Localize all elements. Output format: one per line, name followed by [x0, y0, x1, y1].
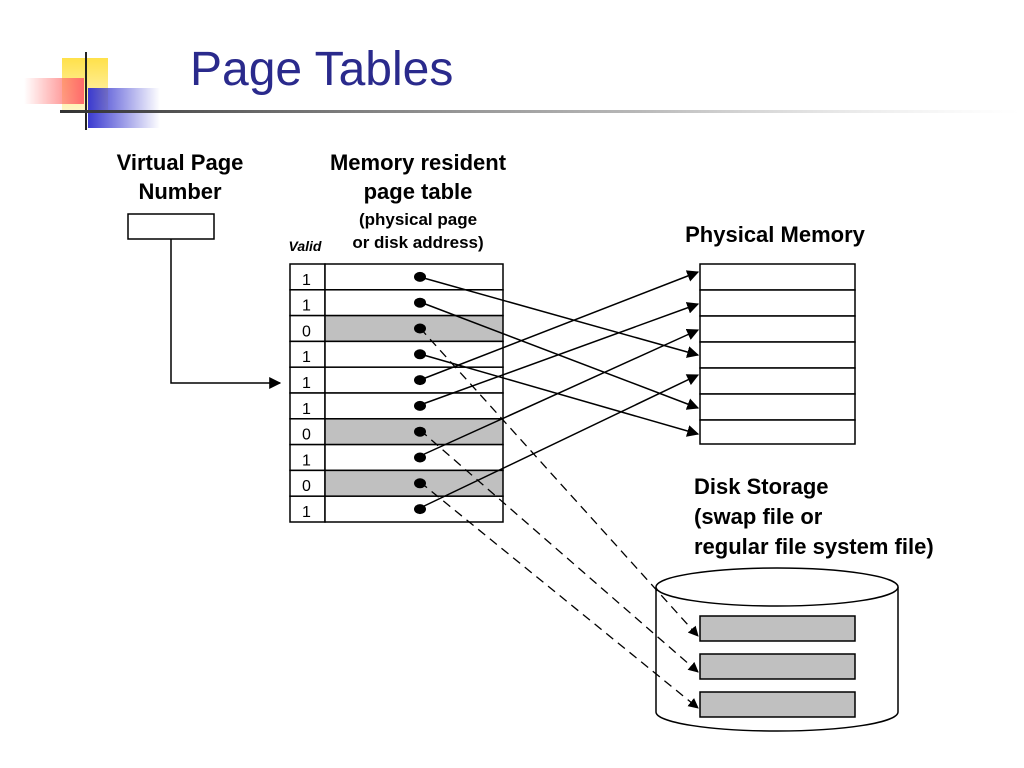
- disk-storage-label: Disk Storage (swap file or regular file …: [694, 472, 934, 562]
- physical-frame: [699, 367, 856, 395]
- logo-red-bar: [24, 78, 84, 104]
- valid-cell: [289, 392, 326, 420]
- disk-arrow: [419, 429, 699, 673]
- page-table: 1 1 0 1 1 1 0 1 0 1: [289, 263, 504, 523]
- pointer-dot: [414, 271, 426, 282]
- page-title: Page Tables: [190, 43, 454, 96]
- valid-cell: [289, 340, 326, 368]
- valid-cell: [289, 263, 326, 291]
- valid-bit: 1: [302, 375, 311, 392]
- valid-bit: 1: [302, 401, 311, 418]
- valid-bit: 0: [302, 478, 311, 495]
- physical-memory: [699, 263, 856, 445]
- valid-bit: 0: [302, 427, 311, 444]
- valid-bit: 1: [302, 452, 311, 469]
- page-table-label-line1: Memory resident: [329, 150, 507, 175]
- page-table-row: 1: [289, 443, 504, 472]
- valid-cell: [289, 495, 326, 523]
- valid-bit: 1: [302, 349, 311, 366]
- mapping-arrow: [419, 270, 700, 381]
- page-table-row: 1: [289, 289, 504, 317]
- valid-cell: [289, 366, 326, 394]
- physical-frame: [699, 315, 856, 343]
- page-table-row: 0: [289, 314, 504, 343]
- valid-bit: 1: [302, 504, 311, 521]
- page-table-label: Memory resident page table: [300, 148, 536, 206]
- page-table-row: 1: [289, 263, 504, 291]
- physical-frame: [699, 263, 856, 291]
- mapping-arrow: [419, 302, 700, 406]
- page-table-row: 1: [289, 366, 504, 394]
- pointer-dot: [414, 400, 426, 411]
- physical-frame: [699, 419, 856, 445]
- mapping-arrow: [419, 353, 700, 437]
- mapping-arrow: [419, 374, 700, 509]
- vpn-connector: [170, 239, 282, 389]
- physical-frame: [699, 393, 856, 421]
- mapping-arrow: [419, 328, 700, 457]
- physical-memory-label: Physical Memory: [685, 222, 865, 247]
- page-table-row: 1: [289, 495, 504, 523]
- disk-label-line3: regular file system file): [694, 534, 934, 559]
- page-table-sublabel: (physical page or disk address): [320, 208, 516, 254]
- disk-top: [655, 567, 899, 607]
- disk-arrow: [419, 327, 699, 637]
- page-table-row: 1: [289, 340, 504, 368]
- pointer-dot: [414, 375, 426, 386]
- page-table-sublabel-line2: or disk address): [352, 233, 484, 252]
- valid-bit: 1: [302, 272, 311, 289]
- disk-label-line1: Disk Storage: [694, 474, 829, 499]
- mapping-arrow: [419, 276, 700, 358]
- page-table-sublabel-line1: (physical page: [358, 210, 478, 229]
- disk-block: [699, 615, 856, 642]
- pointer-dot: [414, 426, 426, 437]
- disk-block: [699, 691, 856, 718]
- valid-column-label: Valid: [288, 238, 322, 254]
- disk-label-line2: (swap file or: [694, 504, 823, 529]
- valid-bit: 0: [302, 323, 311, 340]
- logo-blue-bar: [88, 88, 160, 128]
- physical-frame: [699, 289, 856, 317]
- vpn-box: [127, 213, 215, 240]
- disk-block: [699, 653, 856, 680]
- page-table-row: 1: [289, 392, 504, 420]
- vpn-label-line1: Virtual Page: [116, 150, 244, 175]
- disk-mappings: [419, 327, 699, 709]
- physical-frame: [699, 341, 856, 369]
- vpn-label: Virtual Page Number: [100, 148, 260, 206]
- title-underline: [60, 110, 1020, 113]
- page-table-label-line2: page table: [363, 179, 473, 204]
- valid-bit: 1: [302, 298, 311, 315]
- disk-storage: [655, 567, 899, 732]
- page-table-row: 0: [289, 418, 504, 446]
- vpn-label-line2: Number: [138, 179, 222, 204]
- valid-mappings: [419, 270, 700, 509]
- corner-logo: [24, 52, 160, 130]
- pointer-dot: [414, 478, 426, 489]
